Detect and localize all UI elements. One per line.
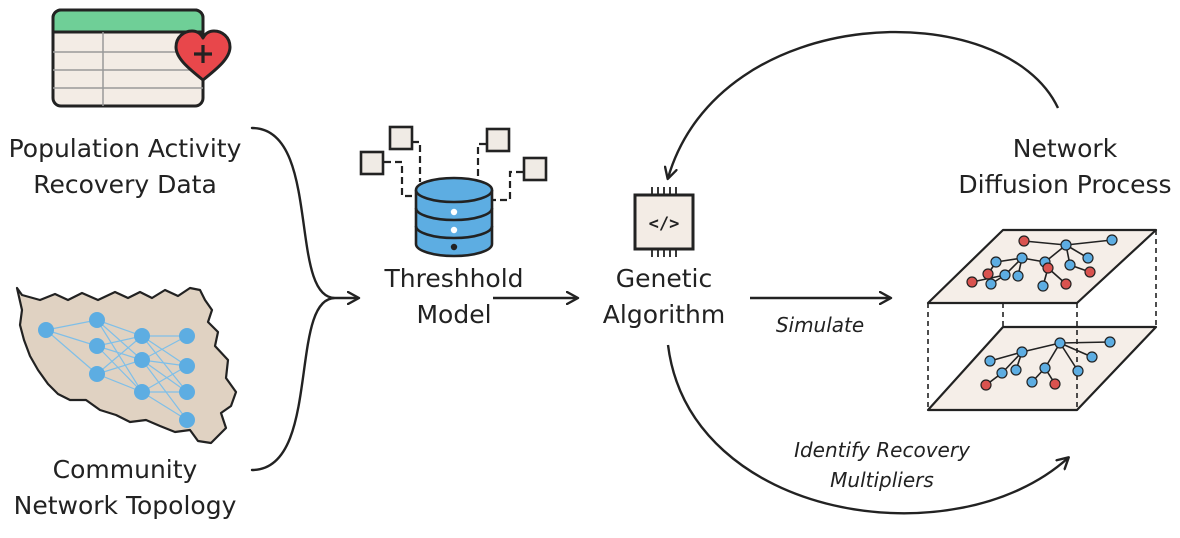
- label-line: Genetic: [615, 264, 713, 293]
- spreadsheet-heart-icon: [51, 8, 232, 108]
- label-line: Network: [1012, 134, 1118, 163]
- label-line: Network Topology: [13, 491, 237, 520]
- database-icon: [359, 125, 548, 258]
- multilayer-network-icon: [926, 228, 1158, 412]
- label-line: Identify Recovery: [794, 438, 970, 462]
- arc-identify-multipliers: [666, 344, 1068, 515]
- label-threshhold-model: Threshhold Model: [364, 261, 544, 333]
- label-line: Community: [52, 455, 198, 484]
- code-chip-icon: </>: [633, 187, 695, 257]
- feedback-arc-top: [668, 30, 1060, 178]
- svg-text:</>: </>: [649, 214, 680, 234]
- label-line: Population Activity: [8, 134, 242, 163]
- label-line: Simulate: [775, 313, 865, 337]
- label-line: Multipliers: [830, 468, 934, 492]
- label-line: Recovery Data: [33, 170, 217, 199]
- label-line: Algorithm: [602, 300, 726, 329]
- input-brace: [250, 126, 358, 472]
- label-line: Threshhold: [384, 264, 524, 293]
- label-population-activity-recovery-data: Population Activity Recovery Data: [0, 131, 250, 203]
- label-community-network-topology: Community Network Topology: [0, 452, 250, 524]
- label-simulate: Simulate: [755, 310, 885, 340]
- county-map-network-icon: [15, 286, 238, 445]
- label-line: Model: [416, 300, 492, 329]
- label-network-diffusion-process: Network Diffusion Process: [950, 131, 1180, 203]
- label-identify-recovery-multipliers: Identify Recovery Multipliers: [772, 435, 992, 495]
- label-line: Diffusion Process: [958, 170, 1172, 199]
- label-genetic-algorithm: Genetic Algorithm: [584, 261, 744, 333]
